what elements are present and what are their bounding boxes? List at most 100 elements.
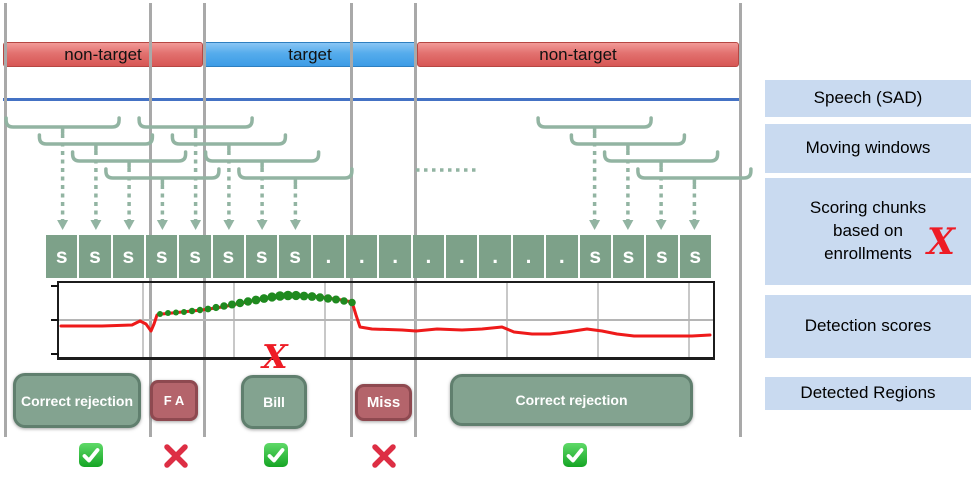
cross-mark-icon xyxy=(370,442,398,475)
accepted-chunk-dot xyxy=(348,298,356,307)
detection-score-plot xyxy=(51,283,713,357)
missed-target-x-icon: X xyxy=(262,337,288,376)
segment-label: non-target xyxy=(539,44,617,64)
window-arrow-head xyxy=(589,220,601,230)
window-arrow-head xyxy=(688,220,700,230)
chunk-cell-scored: s xyxy=(612,235,645,278)
chunk-cell-scored: s xyxy=(179,235,211,278)
label-text: Detected Regions xyxy=(800,383,936,403)
accepted-chunk-dot xyxy=(323,294,333,303)
segment-label: non-target xyxy=(64,44,142,64)
accepted-chunk-dot xyxy=(196,306,204,314)
label-box-moving-windows: Moving windows xyxy=(765,124,971,173)
cross-mark-icon xyxy=(162,442,190,475)
label-box-scoring-chunks: Scoring chunks based on enrollments xyxy=(765,178,971,285)
timeline-segment-target: target xyxy=(203,42,417,67)
accepted-chunk-dot xyxy=(275,291,285,301)
moving-window-bracket xyxy=(4,116,121,135)
window-arrow-head xyxy=(190,220,202,230)
accepted-chunk-dot xyxy=(259,294,269,303)
moving-window-bracket xyxy=(602,150,720,169)
chunk-cell-scored: s xyxy=(579,235,611,278)
accepted-chunk-dot xyxy=(188,307,196,315)
label-box-speech-sad: Speech (SAD) xyxy=(765,80,971,117)
window-arrow-head xyxy=(90,220,102,230)
chunk-cell-skipped: . xyxy=(546,235,578,278)
accepted-chunk-dot xyxy=(220,302,228,310)
check-mark-icon xyxy=(78,442,104,473)
detection-score-line xyxy=(59,293,712,338)
accepted-chunk-dot xyxy=(173,309,179,316)
timeline-segment-non-target-1: non-target xyxy=(3,42,203,67)
chunk-cell-scored: s xyxy=(79,235,111,278)
segment-boundary-line xyxy=(203,3,206,437)
moving-window-bracket xyxy=(536,116,653,135)
window-arrow-head xyxy=(57,220,69,230)
detected-region-f-a: F A xyxy=(150,380,198,421)
detected-region-correct-rejection: Correct rejection xyxy=(13,373,141,428)
chunk-cell-skipped: . xyxy=(446,235,478,278)
window-arrow-head xyxy=(156,220,168,230)
moving-window-bracket xyxy=(104,167,221,186)
window-arrow-head xyxy=(622,220,634,230)
moving-window-bracket xyxy=(170,133,288,152)
moving-window-bracket xyxy=(203,150,321,169)
label-box-detected-regions: Detected Regions xyxy=(765,377,971,410)
chunk-cell-scored: s xyxy=(646,235,678,278)
chunk-cell-skipped: . xyxy=(412,235,445,278)
accepted-chunk-dot xyxy=(340,297,348,305)
detected-region-correct-rejection: Correct rejection xyxy=(450,374,693,426)
speech-sad-line xyxy=(3,98,741,101)
chunk-cell-scored: s xyxy=(112,235,145,278)
moving-window-bracket xyxy=(70,150,188,169)
accepted-chunk-dot xyxy=(283,290,293,301)
detection-score-chart xyxy=(51,281,715,360)
moving-window-bracket xyxy=(237,167,354,186)
detected-region-miss: Miss xyxy=(355,384,412,421)
accepted-chunk-dot xyxy=(291,290,301,301)
chunk-cell-skipped: . xyxy=(512,235,545,278)
accepted-chunk-dot xyxy=(332,295,340,304)
label-text: Detection scores xyxy=(804,316,932,336)
chunk-cell-skipped: . xyxy=(379,235,411,278)
accepted-chunk-dot xyxy=(235,298,245,308)
segment-label: target xyxy=(288,44,332,64)
chunk-cell-scored: s xyxy=(46,235,78,278)
segment-boundary-line xyxy=(4,3,7,437)
window-arrow-head xyxy=(256,220,268,230)
moving-window-bracket xyxy=(37,133,155,152)
scoring-chunks-x-icon: X xyxy=(927,221,955,263)
chunk-cell-scored: s xyxy=(279,235,311,278)
segment-boundary-line xyxy=(739,3,742,437)
chunk-cell-skipped: . xyxy=(479,235,511,278)
check-mark-icon xyxy=(562,442,588,473)
chunk-cell-scored: s xyxy=(212,235,245,278)
accepted-chunk-dot xyxy=(212,303,220,312)
window-arrow-head xyxy=(223,220,235,230)
check-mark-icon xyxy=(263,442,289,473)
accepted-chunk-dot xyxy=(228,300,236,309)
chunk-cell-skipped: . xyxy=(346,235,378,278)
chunk-cell-scored: s xyxy=(246,235,278,278)
segment-boundary-line xyxy=(350,3,353,437)
accepted-chunk-dot xyxy=(204,305,212,313)
label-text: Moving windows xyxy=(805,138,931,158)
window-arrow-head xyxy=(655,220,667,230)
detected-region-bill: Bill xyxy=(241,375,307,429)
moving-window-bracket xyxy=(636,167,753,186)
moving-window-bracket xyxy=(569,133,687,152)
accepted-chunk-dot xyxy=(299,291,309,301)
accepted-chunk-dot xyxy=(157,311,163,317)
window-arrow-head xyxy=(123,220,135,230)
label-box-detection-scores: Detection scores xyxy=(765,295,971,358)
chunk-cell-scored: s xyxy=(146,235,178,278)
accepted-chunk-dot xyxy=(181,309,187,315)
moving-window-bracket xyxy=(137,116,254,135)
accepted-chunk-dot xyxy=(251,295,261,305)
timeline-segment-non-target-2: non-target xyxy=(417,42,739,67)
label-text: Scoring chunks based on enrollments xyxy=(809,198,927,263)
accepted-chunk-dot xyxy=(267,292,277,302)
